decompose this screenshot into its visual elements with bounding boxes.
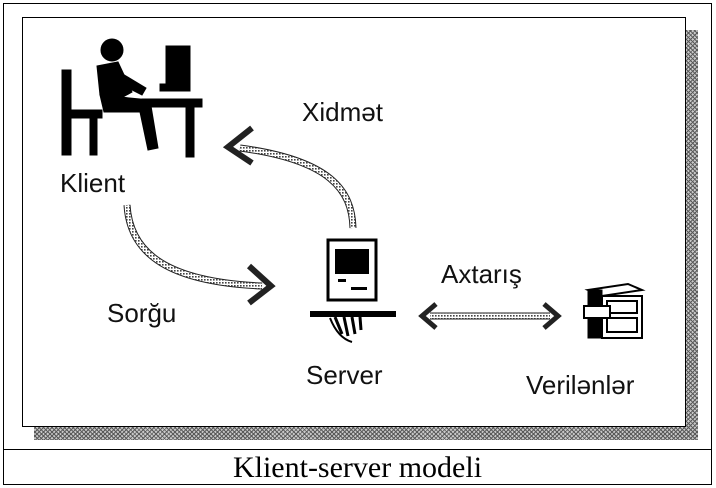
search-label: Axtarış — [441, 259, 522, 289]
figure-caption: Klient-server modeli — [232, 451, 483, 484]
server-icon — [310, 238, 396, 343]
service-label: Xidmət — [302, 97, 383, 127]
client-label: Klient — [60, 168, 126, 198]
search-arrow — [418, 302, 562, 330]
data-cabinet-icon — [583, 282, 646, 339]
table-divider — [3, 449, 712, 450]
request-label: Sorğu — [107, 298, 177, 328]
table-frame — [3, 3, 712, 485]
client-icon — [61, 38, 203, 158]
data-label: Verilənlər — [526, 370, 635, 400]
service-arrow — [222, 125, 357, 229]
server-label: Server — [306, 360, 383, 390]
request-arrow — [123, 204, 276, 306]
